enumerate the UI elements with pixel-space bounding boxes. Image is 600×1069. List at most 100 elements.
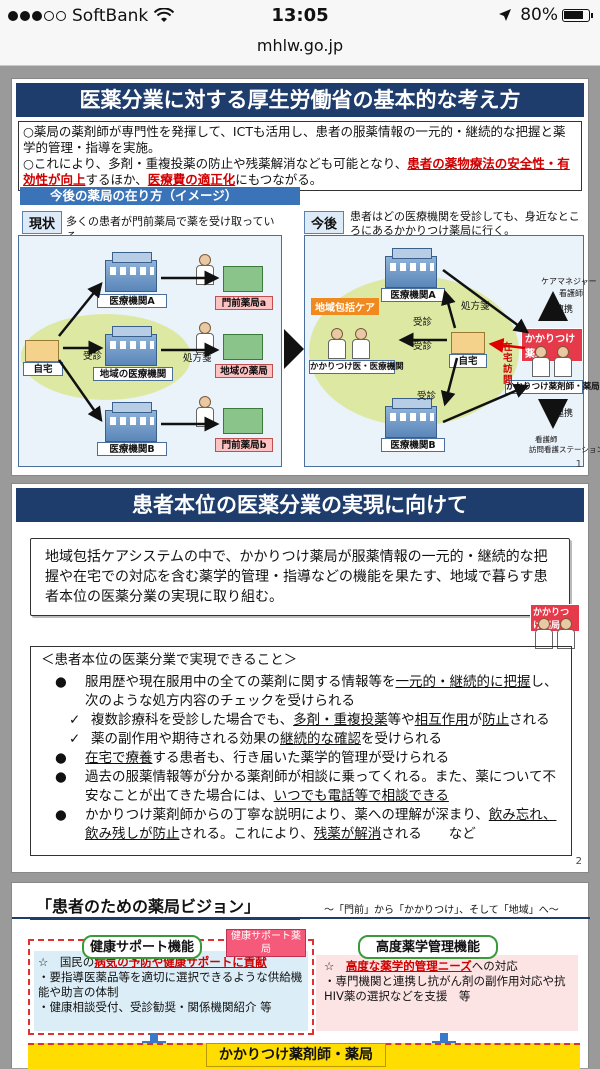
health-support-pharmacy-tag: 健康サポート薬局 <box>226 929 306 957</box>
future-tag: 今後 <box>304 211 345 234</box>
kakari-badge: かかりつけ薬局 <box>530 604 580 649</box>
pharmacy-a-icon <box>223 266 263 292</box>
slide1-summary: ○薬局の薬剤師が専門性を発揮して、ICTも活用し、患者の服薬情報の一元的・継続的… <box>18 121 582 191</box>
item-text: される など <box>381 826 476 842</box>
p2-highlight-cost: 医療費の適正化 <box>147 172 236 187</box>
item-underline: 相互作用 <box>414 712 469 728</box>
nurse-label: 看護師 <box>535 435 558 444</box>
list-item: ●在宅で療養する患者も、行き届いた薬学的管理が受けられる <box>41 749 561 768</box>
hospital-a-icon <box>105 252 157 292</box>
patient-icon <box>556 618 575 649</box>
item-text: する患者も、行き届いた薬学的管理が受けられる <box>152 750 450 766</box>
status-bar: SoftBank 13:05 80% <box>0 0 600 32</box>
item-text: される <box>509 712 550 728</box>
list-item: ●服用歴や現在服用中の全ての薬剤に関する情報等を一元的・継続的に把握し、次のよう… <box>41 673 561 711</box>
item-underline: 在宅で療養 <box>85 750 153 766</box>
kakari-pharmacist-label: かかりつけ薬剤師・薬局 <box>206 1043 386 1067</box>
advanced-mgmt-text: ☆ 高度な薬学的管理ニーズへの対応 ・専門機関と連携し抗がん剤の副作用対応や抗H… <box>324 959 574 1004</box>
location-arrow-icon <box>499 9 512 21</box>
pharmacy-b-label: 門前薬局b <box>215 438 273 452</box>
slide2-intro: 地域包括ケアシステムの中で、かかりつけ薬局が服薬情報の一元的・継続的な把握や在宅… <box>30 538 570 616</box>
pharmacist-icon <box>553 346 572 377</box>
divider <box>12 917 590 919</box>
item-text: される。これにより、 <box>179 826 314 842</box>
item-text: し、次のような処方内容のチェックを受けられる <box>85 674 558 709</box>
visit-label: 受診 <box>417 391 437 402</box>
star-icon: ☆ <box>324 959 335 973</box>
community-care-label: 地域包括ケア <box>311 298 379 315</box>
health-support-bg <box>34 951 308 1031</box>
signal-icon <box>8 6 68 26</box>
advanced-mgmt-label: 高度薬学管理機能 <box>358 935 498 959</box>
home-icon <box>451 332 485 354</box>
pharmacist-icon <box>534 618 553 649</box>
flow-arrows <box>57 270 220 432</box>
future-text: 患者はどの医療機関を受診しても、身近なところにあるかかりつけ薬局に行く。 <box>350 210 580 237</box>
hospital-b-icon <box>105 402 157 442</box>
pharmacy-a-label: 門前薬局a <box>215 296 273 310</box>
carrier-label: SoftBank <box>72 6 149 26</box>
home-visit-label: 在宅訪問 <box>503 342 513 386</box>
hospital-local-label: 地域の医療機関 <box>93 367 173 381</box>
current-diagram: 自宅 医療機関A 地域の医療機関 医療機関B 門前薬局a 地域の薬局 門前薬局b… <box>18 235 282 467</box>
slide2-title: 患者本位の医薬分業の実現に向けて <box>16 488 584 522</box>
home-icon <box>25 340 59 362</box>
benefits-title: ＜患者本位の医薬分業で実現できること＞ <box>41 652 298 668</box>
future-diagram: 地域包括ケア 医療機関A かかりつけ医・医療機関 自宅 医療機関B 受診 受診 … <box>304 235 600 467</box>
visiting-nurse-station-label: 訪問看護ステーション <box>529 445 600 454</box>
future-pharmacy-subheader: 今後の薬局の在り方（イメージ） <box>20 187 300 205</box>
big-right-arrow-icon <box>284 329 304 369</box>
battery-icon <box>562 8 593 22</box>
visit-label: 受診 <box>413 317 433 328</box>
wifi-icon <box>154 8 175 22</box>
bullet: ● <box>55 807 67 823</box>
slide1-point2: ○これにより、多剤・重複投薬の防止や残薬解消なども可能となり、患者の薬物療法の安… <box>23 156 577 188</box>
slide-basic-policy: 医薬分業に対する厚生労働省の基本的な考え方 ○薬局の薬剤師が専門性を発揮して、I… <box>11 78 600 476</box>
health-support-text: ☆ 国民の病気の予防や健康サポートに貢献 ・要指導医薬品等を適切に選択できるよう… <box>38 955 310 1015</box>
advanced-mgmt-box: ☆ 高度な薬学的管理ニーズへの対応 ・専門機関と連携し抗がん剤の副作用対応や抗H… <box>316 955 578 1031</box>
adv-highlight: 高度な薬学的管理ニーズ <box>345 959 472 973</box>
doctor-icon <box>327 328 346 359</box>
hospital-a-label: 医療機関A <box>97 294 167 308</box>
list-item: ● かかりつけ薬剤師からの丁寧な説明により、薬への理解が深まり、飲み忘れ、飲み残し… <box>41 806 561 844</box>
item-text: 薬の副作用や期待される効果の <box>91 731 280 747</box>
hospital-local-icon <box>105 326 157 366</box>
item-text: かかりつけ薬剤師からの丁寧な説明により、薬への理解が深まり、 <box>85 807 489 823</box>
patient-icon <box>351 328 370 359</box>
p2-text-e: にもつながる。 <box>235 172 323 187</box>
family-doctor-label: かかりつけ医・医療機関 <box>309 360 404 374</box>
list-item: ●過去の服薬情報等が分かる薬剤師が相談に乗ってくれる。また、薬について不安なこと… <box>41 768 561 806</box>
check-icon: ✓ <box>69 712 81 728</box>
pharmacy-b-icon <box>223 408 263 434</box>
rx-label: 処方箋 <box>183 353 212 364</box>
bullet: ● <box>55 674 67 690</box>
status-left: SoftBank <box>8 6 175 26</box>
item-underline: 飲み忘れ、飲み残しが防止 <box>85 807 557 842</box>
item-underline: 残薬が解消 <box>313 826 382 842</box>
item-text: 等や <box>387 712 415 728</box>
slide-pharmacy-vision: 「患者のための薬局ビジョン」 ～「門前」から「かかりつけ」、そして「地域」へ～ … <box>11 882 590 1069</box>
slide3-subtitle: ～「門前」から「かかりつけ」、そして「地域」へ～ <box>324 905 559 916</box>
slide3-title: 「患者のための薬局ビジョン」 <box>30 891 300 920</box>
home-label: 自宅 <box>449 354 487 368</box>
status-right: 80% <box>498 5 593 25</box>
url-bar[interactable]: mhlw.go.jp <box>0 32 600 66</box>
slide1-point1: ○薬局の薬剤師が専門性を発揮して、ICTも活用し、患者の服薬情報の一元的・継続的… <box>23 124 566 155</box>
health-support-label: 健康サポート機能 <box>82 935 202 959</box>
url-text: mhlw.go.jp <box>256 36 344 55</box>
check-icon: ✓ <box>69 731 81 747</box>
now-tag: 現状 <box>22 211 63 234</box>
item-underline: 一元的・継続的に把握 <box>395 674 531 690</box>
hospital-b-label: 医療機関B <box>381 438 445 452</box>
list-item: ✓複数診療科を受診した場合でも、多剤・重複投薬等や相互作用が防止される <box>41 711 561 730</box>
hospital-a-icon <box>385 248 437 288</box>
pharmacist-icon <box>531 346 550 377</box>
p2-text-c: するほか、 <box>85 172 148 187</box>
nurse-label: 看護師 <box>559 289 583 298</box>
item-underline: いつでも電話等で相談できる <box>273 788 449 804</box>
p2-highlight-safety: 患者の薬物療法の安全性・有効性が向上 <box>23 156 570 187</box>
star-icon: ☆ <box>38 955 49 969</box>
list-item: ✓薬の副作用や期待される効果の継続的な確認を受けられる <box>41 730 561 749</box>
hospital-b-icon <box>385 398 437 438</box>
benefits-list: ＜患者本位の医薬分業で実現できること＞ ●服用歴や現在服用中の全ての薬剤に関する… <box>30 646 572 856</box>
